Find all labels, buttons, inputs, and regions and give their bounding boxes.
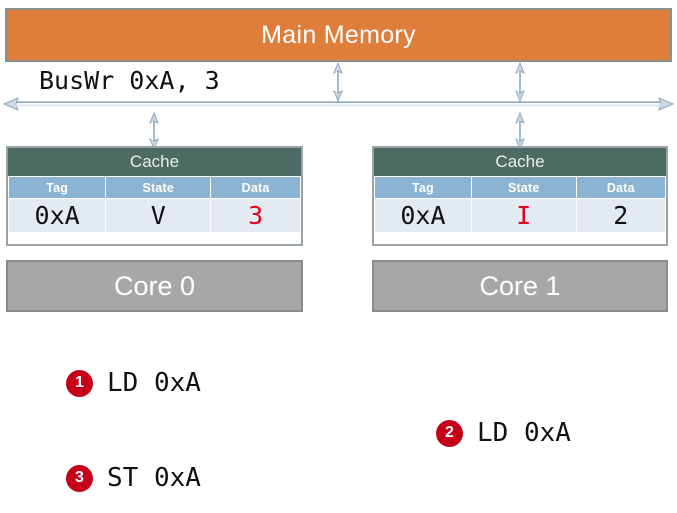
instruction-badge-3: 3 [66,464,93,492]
cache-cell-state-0: V [105,198,212,233]
cache-block-0: Cache Tag State Data 0xA V 3 [6,146,303,246]
cache-cell-data-1: 2 [575,198,667,233]
bus-to-cache0-arrow-icon [149,112,159,150]
cache-col-header-state-0: State [105,176,212,199]
core-block-0: Core 0 [6,260,303,312]
cache-cell-state-1: I [470,198,577,233]
cache-cell-tag-1: 0xA [374,198,472,233]
instruction-badge-1: 1 [66,369,93,397]
core-label-1: Core 1 [479,270,561,301]
cache-header-row-1: Tag State Data [374,176,667,199]
cache-col-header-data-1: Data [575,176,667,199]
core-label-0: Core 0 [113,270,196,301]
cache-col-header-data-0: Data [210,176,301,199]
cache-data-row-1: 0xA I 2 [374,198,667,233]
instruction-text-1: LD 0xA [107,368,201,398]
cache-col-header-state-1: State [470,176,577,199]
cache-cell-data-0: 3 [210,198,301,233]
cache-data-row-0: 0xA V 3 [7,198,301,233]
cache-title-1: Cache [374,148,666,176]
bus-line: BusWr 0xA, 3 [3,66,674,118]
cache-cell-tag-0: 0xA [7,198,107,233]
core-block-1: Core 1 [372,260,668,312]
main-memory-block: Main Memory [5,8,672,62]
instruction-text-2: LD 0xA [477,418,571,448]
cache-col-header-tag-1: Tag [374,176,472,199]
bus-to-cache1-arrow-icon [515,112,525,150]
memory-to-bus-right-arrow-icon [515,62,525,102]
cache-title-label-0: Cache [129,152,180,171]
cache-col-header-tag-0: Tag [7,176,107,199]
instruction-item-3: 3 ST 0xA [66,463,201,493]
bus-double-arrow-icon [3,97,674,111]
cache-header-row-0: Tag State Data [7,176,301,199]
cache-table-0: Tag State Data 0xA V 3 [7,176,301,233]
bus-label: BusWr 0xA, 3 [39,66,220,95]
cache-table-1: Tag State Data 0xA I 2 [374,176,667,233]
instruction-text-3: ST 0xA [107,463,201,493]
cache-title-0: Cache [8,148,301,176]
cache-title-label-1: Cache [495,152,545,171]
instruction-badge-2: 2 [436,419,463,447]
main-memory-label: Main Memory [261,20,416,49]
instruction-item-1: 1 LD 0xA [66,368,201,398]
cache-block-1: Cache Tag State Data 0xA I 2 [372,146,668,246]
memory-to-bus-left-arrow-icon [333,62,343,102]
instruction-item-2: 2 LD 0xA [436,418,571,448]
